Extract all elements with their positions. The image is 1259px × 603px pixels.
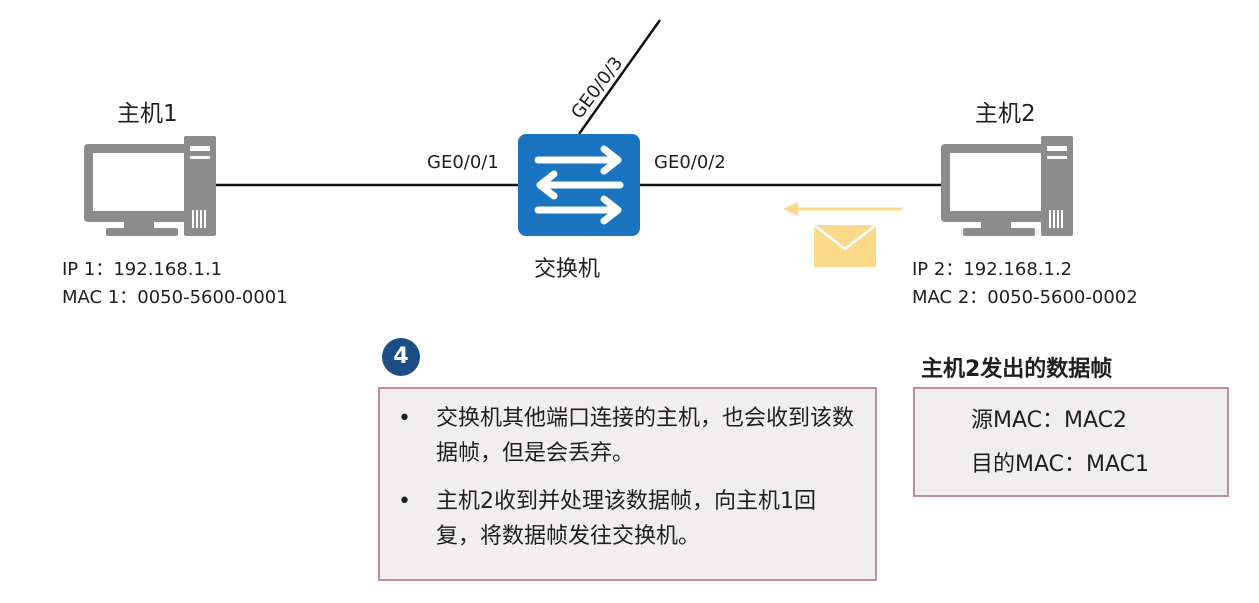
link-switch-uplink: [577, 19, 662, 135]
host1-mac: MAC 1：0050-5600-0001: [62, 287, 288, 308]
bullet-icon: •: [398, 489, 411, 514]
switch-arrows-icon: [518, 134, 640, 236]
step-item: • 主机2收到并处理该数据帧，向主机1回复，将数据帧发往交换机。: [394, 484, 857, 554]
host1-name: 主机1: [117, 101, 178, 127]
computer-icon: [941, 136, 1073, 236]
host2-mac: MAC 2：0050-5600-0002: [912, 287, 1138, 308]
host1-ip: IP 1：192.168.1.1: [62, 259, 223, 280]
step-badge: 4: [382, 338, 420, 376]
host2-info: IP 2：192.168.1.2 MAC 2：0050-5600-0002: [912, 256, 1138, 312]
bullet-icon: •: [398, 406, 411, 431]
frame-title: 主机2发出的数据帧: [921, 357, 1113, 382]
computer-icon: [84, 136, 216, 236]
step-item: • 交换机其他端口连接的主机，也会收到该数据帧，但是会丢弃。: [394, 401, 857, 471]
switch-name: 交换机: [534, 257, 601, 282]
port-label-right: GE0/0/2: [654, 152, 726, 173]
frame-header-box: 源MAC：MAC2 目的MAC：MAC1: [913, 387, 1229, 497]
direction-arrow-icon: [783, 202, 902, 216]
port-label-uplink: GE0/0/3: [567, 53, 627, 123]
step-description-box: • 交换机其他端口连接的主机，也会收到该数据帧，但是会丢弃。 • 主机2收到并处…: [378, 387, 877, 581]
step-item-text: 交换机其他端口连接的主机，也会收到该数据帧，但是会丢弃。: [436, 406, 855, 466]
host2-name: 主机2: [975, 101, 1036, 127]
step-item-text: 主机2收到并处理该数据帧，向主机1回复，将数据帧发往交换机。: [436, 489, 816, 549]
host2-ip: IP 2：192.168.1.2: [912, 259, 1073, 280]
host1-info: IP 1：192.168.1.1 MAC 1：0050-5600-0001: [62, 256, 288, 312]
port-label-left: GE0/0/1: [427, 152, 499, 173]
envelope-icon: [813, 224, 877, 267]
frame-destination-mac: 目的MAC：MAC1: [971, 452, 1150, 477]
frame-source-mac: 源MAC：MAC2: [971, 408, 1128, 433]
